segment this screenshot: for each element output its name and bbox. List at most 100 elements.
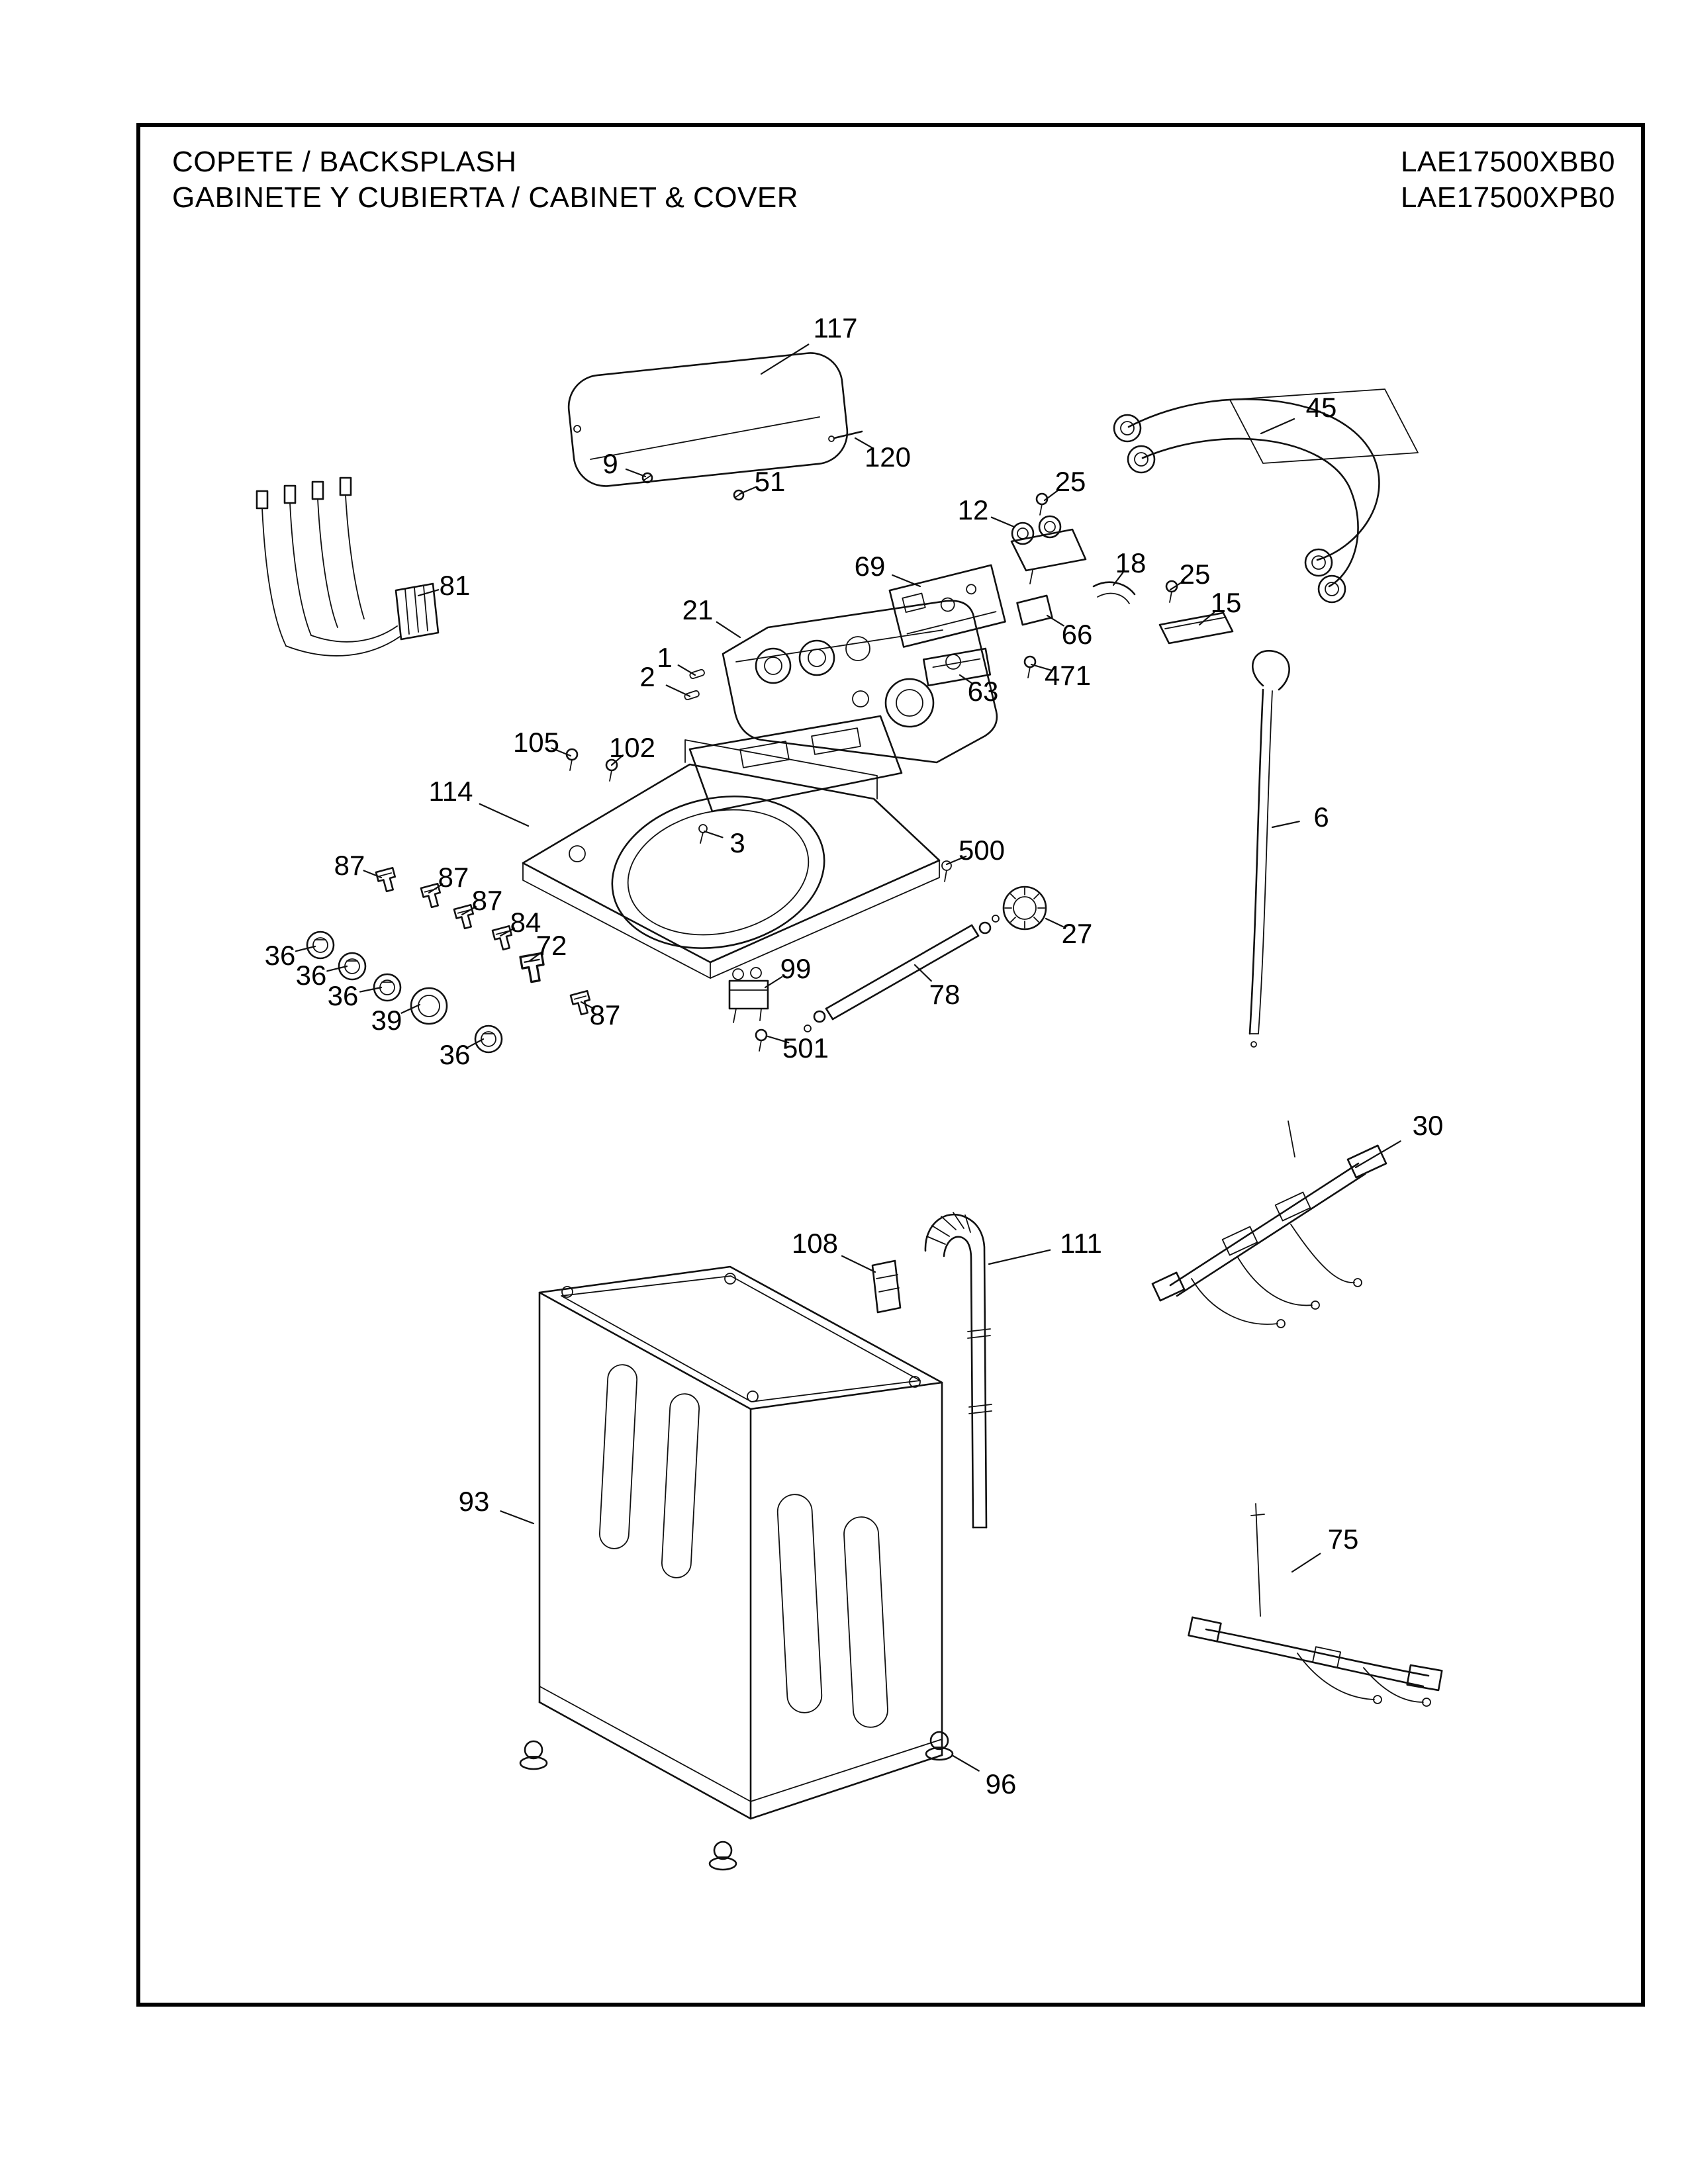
bracket-15 <box>1158 612 1234 645</box>
part-label-51: 51 <box>755 466 786 497</box>
part-label-75: 75 <box>1328 1524 1359 1555</box>
drain-hose-111 <box>924 1212 992 1529</box>
wire-harness-75 <box>1188 1503 1443 1707</box>
part-label-111: 111 <box>1060 1228 1102 1259</box>
leader-line-87 <box>461 905 477 916</box>
hose-clamp-108 <box>871 1259 902 1314</box>
leader-line-45 <box>1260 418 1295 435</box>
part-label-36: 36 <box>265 940 296 971</box>
leader-line-78 <box>914 964 932 982</box>
part-label-27: 27 <box>1062 918 1093 949</box>
part-label-501: 501 <box>782 1032 829 1064</box>
part-label-99: 99 <box>780 953 812 984</box>
part-label-87: 87 <box>334 850 365 881</box>
leader-line-75 <box>1291 1553 1321 1573</box>
screw-105 <box>565 748 579 772</box>
part-label-84: 84 <box>510 907 541 938</box>
part-label-120: 120 <box>865 441 911 473</box>
leader-line-39 <box>400 1003 421 1014</box>
part-label-12: 12 <box>958 494 989 525</box>
leveling-foot-front <box>708 1841 737 1871</box>
screw-9 <box>641 472 653 484</box>
part-label-21: 21 <box>682 594 714 625</box>
part-label-15: 15 <box>1211 587 1242 618</box>
screw-25-left <box>1035 492 1049 516</box>
screw-25-right <box>1165 580 1178 604</box>
leader-line-114 <box>479 803 530 827</box>
part-label-471: 471 <box>1045 660 1091 691</box>
hinge-99 <box>728 967 769 1023</box>
leader-line-102 <box>610 754 624 766</box>
part-label-18: 18 <box>1115 547 1147 578</box>
leader-line-66 <box>1046 614 1064 627</box>
pin-1 <box>689 668 705 680</box>
leader-line-2 <box>665 684 691 698</box>
part-label-36: 36 <box>440 1039 471 1070</box>
part-label-81: 81 <box>440 570 471 601</box>
leader-line-15 <box>1198 612 1215 626</box>
part-label-114: 114 <box>429 776 473 807</box>
leader-line-87 <box>428 883 444 894</box>
diagram-border-frame <box>136 123 1645 2007</box>
tube-18 <box>1092 581 1136 604</box>
leader-line-117 <box>760 343 810 375</box>
leader-line-21 <box>716 621 741 639</box>
part-label-105: 105 <box>513 727 559 758</box>
part-label-39: 39 <box>371 1005 402 1036</box>
leader-line-96 <box>951 1754 980 1772</box>
leveling-foot-left <box>519 1740 548 1770</box>
leader-line-25 <box>1169 580 1185 591</box>
leader-line-81 <box>417 589 440 597</box>
trim-strip-78 <box>804 915 1000 1032</box>
leader-line-108 <box>841 1255 876 1273</box>
part-label-96: 96 <box>986 1768 1017 1799</box>
cap-27 <box>1002 886 1047 931</box>
part-label-1: 1 <box>657 642 672 673</box>
part-label-500: 500 <box>959 835 1005 866</box>
leader-line-30 <box>1354 1140 1401 1169</box>
part-label-63: 63 <box>968 676 999 707</box>
leader-line-72 <box>528 951 543 962</box>
leader-line-111 <box>988 1249 1051 1265</box>
part-label-87: 87 <box>438 862 469 893</box>
leader-line-6 <box>1271 821 1300 829</box>
leader-line-471 <box>1030 663 1053 671</box>
leader-line-36 <box>326 965 348 972</box>
leader-line-9 <box>625 468 647 478</box>
pin-120 <box>828 430 863 442</box>
grommet-500 <box>941 860 952 882</box>
leader-line-87 <box>363 870 383 879</box>
cabinet-93 <box>538 1265 943 1820</box>
leader-line-69 <box>892 574 921 588</box>
leader-line-25 <box>1043 488 1060 502</box>
part-label-93: 93 <box>459 1486 490 1517</box>
header: COPETE / BACKSPLASH GABINETE Y CUBIERTA … <box>172 144 1615 216</box>
fill-hoses-45 <box>1113 388 1419 604</box>
pin-2 <box>684 690 700 701</box>
part-label-2: 2 <box>639 661 655 692</box>
leader-line-63 <box>959 674 974 685</box>
part-label-102: 102 <box>609 732 655 763</box>
section-title: COPETE / BACKSPLASH GABINETE Y CUBIERTA … <box>172 144 798 216</box>
connector-66 <box>1016 594 1053 626</box>
leader-line-18 <box>1112 572 1124 586</box>
part-label-117: 117 <box>814 312 858 343</box>
control-board-69 <box>888 564 1006 648</box>
part-label-36: 36 <box>296 960 327 991</box>
model-number-2: LAE17500XPB0 <box>1400 181 1615 214</box>
screw-501 <box>755 1028 768 1052</box>
bracket-63 <box>922 647 992 687</box>
part-label-108: 108 <box>792 1228 838 1259</box>
part-label-9: 9 <box>602 448 618 479</box>
part-label-25: 25 <box>1055 466 1086 497</box>
screw-51 <box>733 489 745 501</box>
part-label-87: 87 <box>472 885 503 916</box>
leader-line-1 <box>677 664 696 676</box>
wire-harness-30 <box>1151 1120 1387 1328</box>
pressure-hose-6 <box>1248 650 1290 1048</box>
part-label-45: 45 <box>1306 392 1337 423</box>
model-numbers: LAE17500XBB0 LAE17500XPB0 <box>1401 144 1615 216</box>
